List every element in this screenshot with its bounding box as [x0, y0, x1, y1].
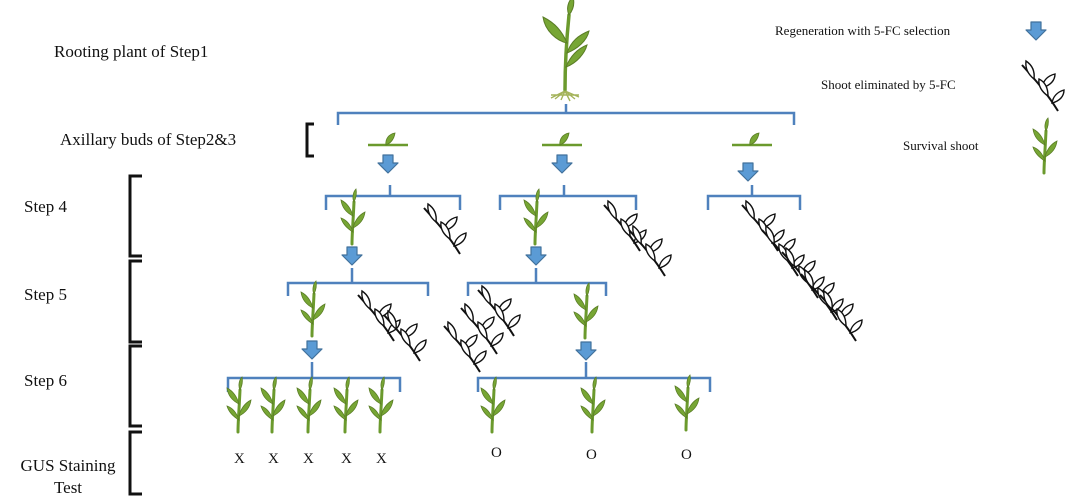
green-shoot-icon	[572, 281, 600, 340]
gus-staining-label: GUS Staining Test	[6, 455, 130, 499]
step6-label: Step 6	[24, 371, 67, 390]
result-mark: X	[268, 451, 279, 467]
step4-label: Step 4	[24, 197, 67, 216]
level1-bracket	[336, 104, 796, 125]
step6-black-bracket	[128, 344, 142, 428]
result-mark: X	[234, 451, 245, 467]
white-shoot-icon	[628, 225, 672, 277]
axillary-buds-label: Axillary buds of Step2&3	[60, 130, 237, 149]
result-mark: X	[341, 451, 352, 467]
green-shoot-icon	[225, 375, 253, 434]
gus-black-bracket	[128, 430, 142, 496]
down-arrow-icon	[525, 246, 547, 266]
down-arrow-icon	[551, 154, 573, 174]
axillary-bud-icon	[366, 131, 410, 147]
green-shoot-icon	[367, 375, 395, 434]
gus-line2: Test	[53, 478, 83, 497]
white-shoot-icon	[741, 200, 785, 252]
gus-line1: GUS Staining	[20, 456, 116, 475]
result-mark: O	[491, 445, 502, 461]
step5-bracket-right	[466, 268, 608, 296]
step5-bracket-left	[286, 268, 430, 296]
step4-black-bracket	[128, 174, 142, 258]
down-arrow-icon	[377, 154, 399, 174]
green-shoot-icon	[332, 375, 360, 434]
result-mark: X	[303, 451, 314, 467]
step4-bracket-middle	[498, 185, 638, 210]
legend-arrow-icon	[1025, 21, 1047, 41]
rooting-plant-label: Rooting plant of Step1	[54, 42, 209, 61]
green-shoot-icon	[295, 375, 323, 434]
result-mark: O	[586, 447, 597, 463]
step5-label: Step 5	[24, 285, 67, 304]
legend-green-shoot-icon	[1031, 116, 1059, 175]
down-arrow-icon	[341, 246, 363, 266]
step6-bracket-left	[226, 362, 402, 392]
step5-black-bracket	[128, 259, 142, 344]
legend-regeneration-label: Regeneration with 5-FC selection	[775, 23, 951, 38]
green-shoot-icon	[673, 373, 701, 432]
white-shoot-icon	[819, 290, 863, 342]
green-shoot-icon	[579, 375, 607, 434]
axillary-bud-icon	[730, 131, 774, 147]
step6-bracket-right	[476, 362, 712, 392]
down-arrow-icon	[575, 341, 597, 361]
result-mark: X	[376, 451, 387, 467]
axillary-black-bracket	[305, 122, 314, 158]
rooted-plant-icon	[541, 0, 591, 103]
step4-bracket-left	[324, 185, 462, 210]
white-shoot-icon	[423, 203, 467, 255]
step4-bracket-right	[706, 185, 802, 210]
legend-white-shoot-icon	[1021, 60, 1065, 112]
down-arrow-icon	[737, 162, 759, 182]
down-arrow-icon	[301, 340, 323, 360]
green-shoot-icon	[299, 279, 327, 338]
axillary-bud-icon	[540, 131, 584, 147]
result-mark: O	[681, 447, 692, 463]
legend-eliminated-label: Shoot eliminated by 5-FC	[821, 77, 956, 92]
green-shoot-icon	[479, 375, 507, 434]
legend-survival-label: Survival shoot	[903, 138, 979, 153]
green-shoot-icon	[259, 375, 287, 434]
